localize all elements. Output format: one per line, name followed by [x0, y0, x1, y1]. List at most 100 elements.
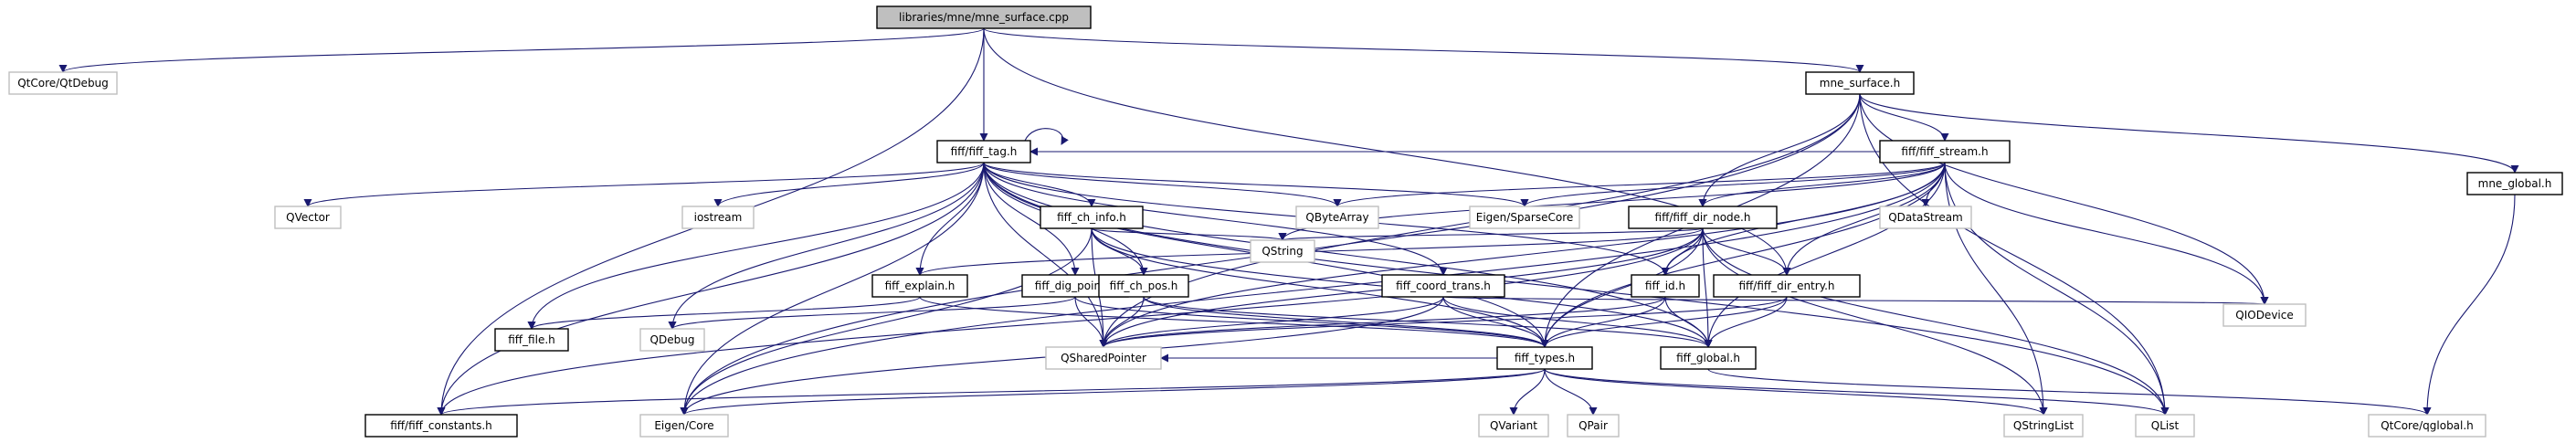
node-fiff-fiff-stream-h[interactable]: fiff/fiff_stream.h: [1879, 140, 2011, 163]
node-fiff-file-h[interactable]: fiff_file.h: [494, 328, 569, 352]
edge-line: [1091, 227, 1287, 241]
node-mne-surface-h[interactable]: mne_surface.h: [1805, 71, 1915, 95]
node-fiff-coord-trans-h[interactable]: fiff_coord_trans.h: [1381, 274, 1505, 298]
node-label: fiff_ch_pos.h: [1110, 280, 1178, 292]
node-label: mne_global.h: [2478, 177, 2552, 190]
edge-line: [713, 162, 985, 207]
edge-line: [437, 368, 1546, 416]
node-qtcore-qglobal-h: QtCore/qglobal.h: [2368, 414, 2486, 438]
node-label: fiff_file.h: [508, 333, 555, 346]
edge-fiff-ch-info-h-to-fiff-types-h: [1091, 227, 1549, 348]
node-box: [1628, 206, 1778, 229]
edge-line: [1540, 296, 1666, 348]
node-fiff-fiff-dir-entry-h[interactable]: fiff/fiff_dir_entry.h: [1713, 274, 1861, 298]
node-fiff-id-h[interactable]: fiff_id.h: [1631, 274, 1700, 298]
node-label: QIODevice: [2235, 309, 2293, 322]
edge-fiff-id-h-to-fiff-types-h: [1540, 296, 1666, 348]
edge-line: [527, 296, 921, 330]
node-label: Eigen/SparseCore: [1476, 211, 1574, 224]
node-box: [639, 328, 705, 352]
edge-line: [58, 27, 985, 73]
edge-fiff-tag-h-to-qvector: [303, 162, 985, 207]
node-fiff-global-h[interactable]: fiff_global.h: [1660, 346, 1757, 370]
node-box: [1567, 414, 1620, 438]
node-fiff-fiff-tag-h[interactable]: fiff/fiff_tag.h: [936, 140, 1031, 163]
edge-line: [437, 162, 985, 416]
node-box: [2466, 172, 2563, 195]
node-fiff-ch-pos-h[interactable]: fiff_ch_pos.h: [1098, 274, 1189, 298]
edge-line: [1704, 162, 1946, 348]
edge-line: [1520, 162, 1946, 207]
edge-mne-surface-h-to-mne-global-h: [1859, 93, 2519, 174]
node-label: fiff/fiff_constants.h: [390, 419, 492, 432]
edge-line: [1702, 227, 2170, 416]
edge-fiff-stream-h-to-qstringlist: [1944, 162, 2048, 416]
edge-fiff-tag-h-to-qdebug: [668, 162, 985, 330]
edge-fiff-tag-h-to-qsharedpointer: [983, 162, 1108, 348]
node-fiff-explain-h[interactable]: fiff_explain.h: [871, 274, 968, 298]
edge-line: [1944, 162, 2269, 305]
node-qsharedpointer: QSharedPointer: [1045, 346, 1162, 370]
edge-line: [1333, 162, 1946, 207]
node-eigen-sparsecore: Eigen/SparseCore: [1469, 206, 1580, 229]
edge-fiff-tag-h-to-fiff-tag-h: [1024, 128, 1069, 145]
edge-fiff-stream-h-to-fiff-types-h: [1540, 162, 1946, 348]
edge-fiff-stream-h-to-qstring: [1278, 162, 1946, 241]
edge-line: [1944, 162, 2170, 416]
node-fiff-ch-info-h[interactable]: fiff_ch_info.h: [1040, 206, 1144, 229]
edge-fiff-stream-h-to-qiodevice: [1944, 162, 2269, 305]
edge-line: [983, 162, 1096, 207]
edge-fiff-tag-h-to-fiff-explain-h: [915, 162, 985, 276]
node-mne-global-h[interactable]: mne_global.h: [2466, 172, 2563, 195]
edge-fiff-ch-info-h-to-fiff-ch-pos-h: [1091, 227, 1148, 276]
edge-fiff-types-h-to-qvariant: [1509, 368, 1546, 416]
node-box: [1496, 346, 1593, 370]
edge-line: [303, 162, 985, 207]
edge-line: [1143, 296, 1713, 348]
node-box: [1250, 239, 1315, 263]
node-label: fiff/fiff_dir_node.h: [1655, 211, 1751, 224]
node-box: [1045, 346, 1162, 370]
edge-fiff-types-h-to-qlist: [1544, 368, 2170, 416]
edge-fiff-dig-point-h-to-qdebug: [668, 296, 1076, 330]
node-libraries-mne-mne-surface-cpp[interactable]: libraries/mne/mne_surface.cpp: [876, 5, 1092, 29]
edge-mne-surface-h-to-qiodevice: [1859, 93, 2269, 305]
edge-line: [983, 162, 1529, 207]
edge-fiff-ch-pos-h-to-fiff-types-h: [1143, 296, 1549, 348]
node-label: fiff_global.h: [1676, 352, 1740, 364]
node-label: fiff_coord_trans.h: [1396, 280, 1491, 292]
edge-line: [1540, 227, 1704, 348]
edge-line: [1702, 227, 1713, 348]
edge-mne-surface-h-to-qlist: [1859, 93, 2170, 416]
edge-fiff-tag-h-to-fiff-dig-point-h: [983, 162, 1080, 276]
edge-line: [527, 162, 985, 330]
node-fiff-fiff-constants-h[interactable]: fiff/fiff_constants.h: [364, 414, 518, 438]
edge-line: [437, 227, 1704, 416]
node-label: fiff_types.h: [1515, 352, 1575, 364]
edge-fiff-dig-point-h-to-fiff-types-h: [1074, 296, 1549, 348]
edge-fiff-coord-trans-h-to-qiodevice: [1442, 296, 2267, 305]
edge-fiff-dir-node-h-to-qstringlist: [1702, 227, 2048, 416]
node-qtcore-qtdebug: QtCore/QtDebug: [8, 71, 118, 95]
edge-line: [1278, 162, 1946, 241]
edge-line: [668, 296, 1076, 330]
edge-fiff-global-h-to-qglobal: [1707, 368, 2432, 416]
edge-fiff-stream-h-to-qbytearray: [1333, 162, 1946, 207]
node-box: [639, 414, 729, 438]
edge-line: [983, 162, 1448, 276]
edge-line: [1099, 296, 1788, 348]
node-fiff-types-h[interactable]: fiff_types.h: [1496, 346, 1593, 370]
node-iostream: iostream: [681, 206, 755, 229]
edge-fiff-stream-h-to-eigen-sparse: [1520, 162, 1946, 207]
node-box: [1478, 414, 1549, 438]
node-label: QDataStream: [1888, 211, 1963, 224]
node-box: [274, 206, 342, 229]
node-label: QVariant: [1490, 419, 1537, 432]
edge-line: [1698, 93, 1861, 207]
node-fiff-fiff-dir-node-h[interactable]: fiff/fiff_dir_node.h: [1628, 206, 1778, 229]
edge-line: [983, 162, 1342, 207]
edge-fiff-ch-info-h-to-qstring: [1091, 227, 1287, 241]
edge-line: [1024, 128, 1069, 145]
node-box: [1381, 274, 1505, 298]
